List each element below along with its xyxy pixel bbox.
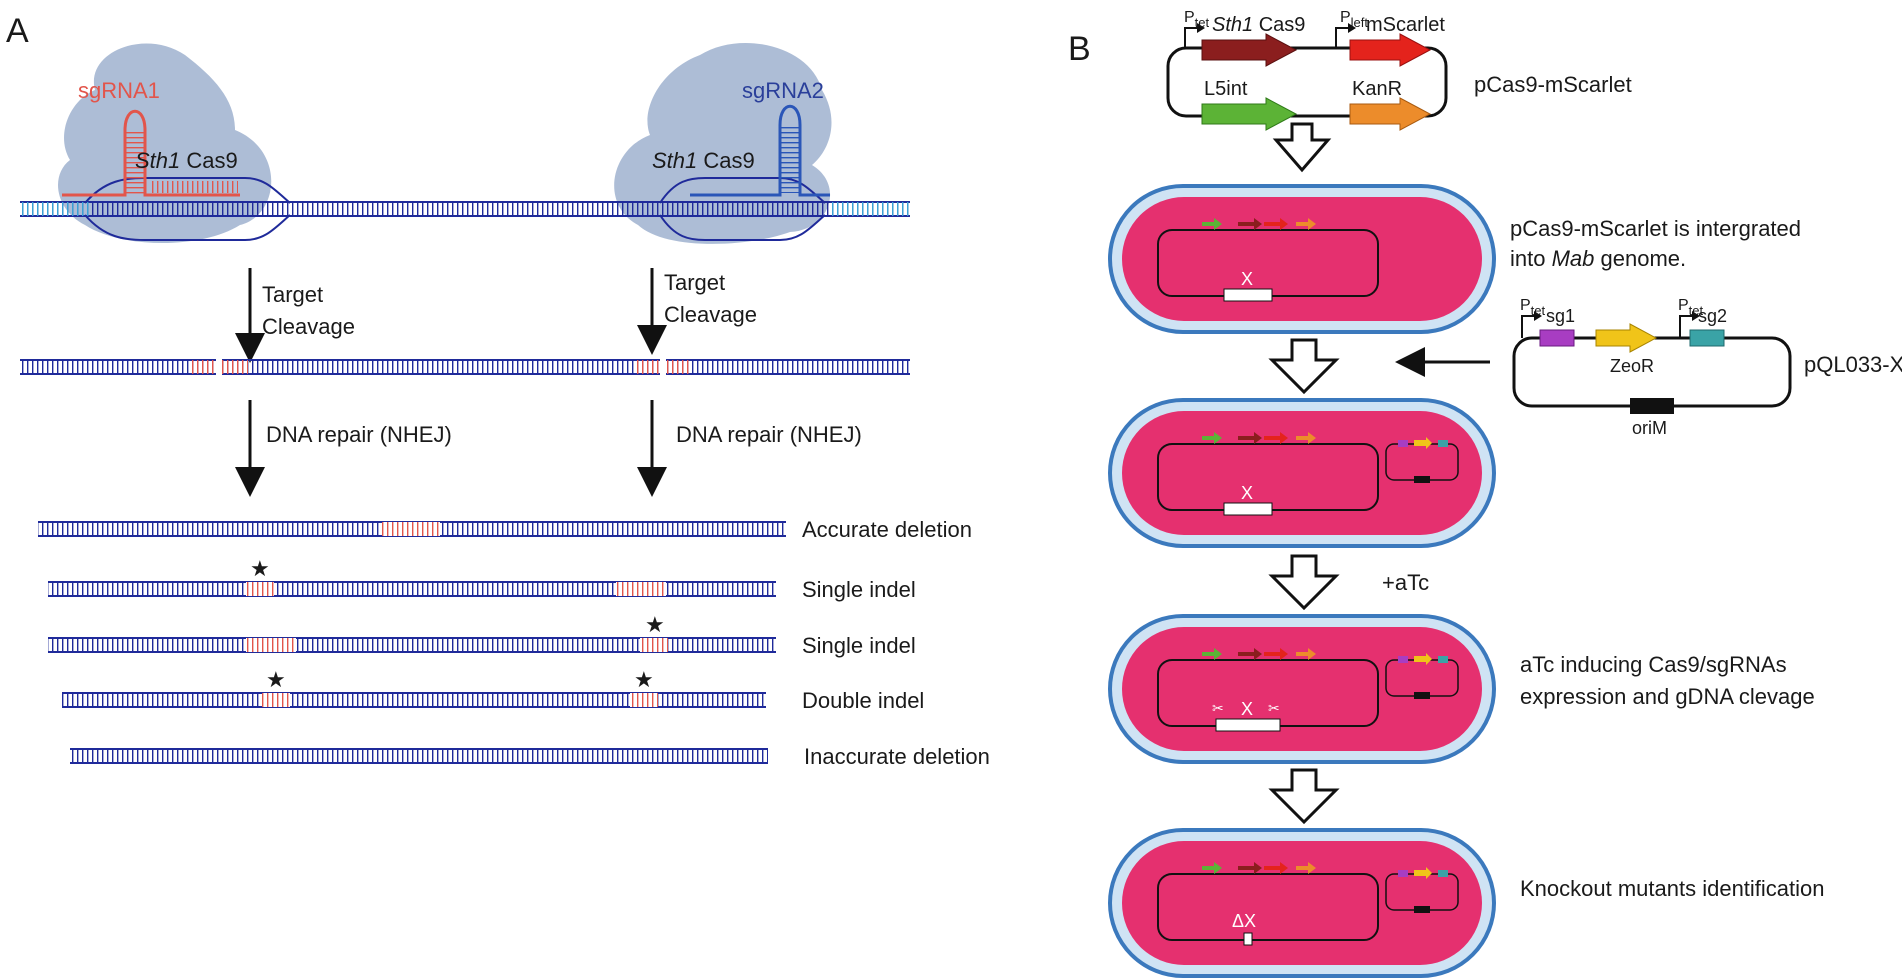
scissors-right-icon: ✂: [1268, 701, 1280, 717]
p2-ptet1-label: Ptet: [1520, 297, 1546, 318]
outcome-accurate-deletion: [38, 521, 786, 537]
p2-sg2-label: sg2: [1698, 306, 1727, 326]
atc-label: +aTc: [1382, 570, 1429, 595]
dna-target-strand: [20, 177, 910, 241]
sgrna2-hairpin: [690, 104, 830, 197]
cell3-gene-x: X: [1241, 699, 1253, 719]
p1-l5int-label: L5int: [1204, 78, 1248, 100]
flow-arrow-1: [1272, 122, 1332, 173]
p1-mscarlet-label: mScarlet: [1366, 14, 1445, 36]
p2-sg1-label: sg1: [1546, 306, 1575, 326]
flow-arrow-3: [1268, 554, 1340, 611]
cleavage-label-right-1: Target: [664, 270, 725, 295]
indel-star-3: ★: [266, 667, 286, 692]
outcome-label-2: Single indel: [802, 577, 916, 602]
scissors-left-icon: ✂: [1212, 701, 1224, 717]
outcome-double-indel: [62, 692, 766, 708]
indel-star-1: ★: [250, 556, 270, 581]
integrated-line1: pCas9-mScarlet is intergrated: [1510, 216, 1801, 241]
outcome-label-3: Single indel: [802, 633, 916, 658]
sgrna1-label: sgRNA1: [78, 78, 160, 103]
outcome-inaccurate-deletion: [70, 748, 768, 764]
cas9-complex-left: [58, 43, 272, 244]
plasmid-pcas9-mscarlet: [1166, 23, 1448, 131]
p1-promoter-label: Ptet: [1184, 9, 1210, 30]
integrated-line2: into Mab genome.: [1510, 246, 1686, 271]
indel-star-2: ★: [645, 612, 665, 637]
panel-a-letter: A: [6, 12, 29, 50]
outcome-label-1: Accurate deletion: [802, 517, 972, 542]
cell4-gene-dx: ΔX: [1232, 911, 1256, 931]
p2-ptet2-label: Ptet: [1678, 297, 1704, 318]
p2-name: pQL033-Xsg: [1804, 352, 1902, 377]
outcome-single-indel-1: [48, 581, 776, 597]
cleavage-label-left-1: Target: [262, 282, 323, 307]
p1-pleft-label: Pleft: [1340, 9, 1368, 30]
plasmid-pql033-xsg: [1512, 311, 1792, 414]
p2-orim-label: oriM: [1632, 418, 1667, 438]
cleavage-label-right-2: Cleavage: [664, 302, 757, 327]
cell-4: [1108, 828, 1496, 978]
inducing-line2: expression and gDNA clevage: [1520, 684, 1815, 709]
p1-name: pCas9-mScarlet: [1474, 72, 1632, 97]
panel-b-letter: B: [1068, 30, 1091, 68]
p1-cas9-label: Sth1 Cas9: [1212, 14, 1305, 36]
repair-label-left: DNA repair (NHEJ): [266, 422, 452, 447]
dna-cleaved: [20, 358, 910, 376]
sgrna1-hairpin: [62, 109, 240, 197]
p2-zeor-label: ZeoR: [1610, 356, 1654, 376]
cas9-label-right: Sth1 Cas9: [652, 148, 755, 173]
outcome-single-indel-2: [48, 637, 776, 653]
outcome-label-5: Inaccurate deletion: [804, 744, 990, 769]
inducing-line1: aTc inducing Cas9/sgRNAs: [1520, 652, 1787, 677]
outcome-label-4: Double indel: [802, 688, 924, 713]
cell-2: [1108, 398, 1496, 548]
cell2-gene-x: X: [1241, 483, 1253, 503]
cas9-label-left: Sth1 Cas9: [135, 148, 238, 173]
knockout-label: Knockout mutants identification: [1520, 876, 1825, 901]
cell1-gene-x: X: [1241, 269, 1253, 289]
cell-1: [1108, 184, 1496, 334]
sgrna2-label: sgRNA2: [742, 78, 824, 103]
cell-3: ✂ ✂: [1108, 614, 1496, 764]
p1-kanr-label: KanR: [1352, 78, 1402, 100]
flow-arrow-2: [1268, 338, 1340, 395]
cleavage-label-left-2: Cleavage: [262, 314, 355, 339]
flow-arrow-4: [1268, 768, 1340, 825]
indel-star-4: ★: [634, 667, 654, 692]
repair-label-right: DNA repair (NHEJ): [676, 422, 862, 447]
